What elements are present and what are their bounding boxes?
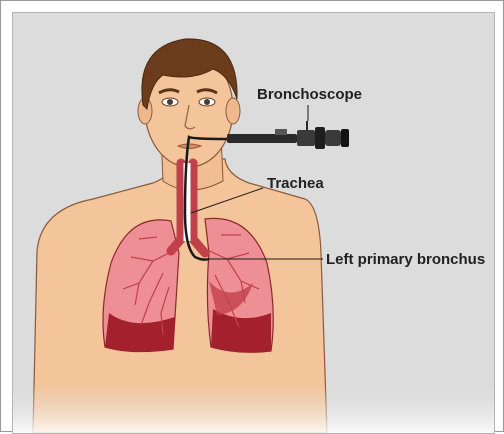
left-pupil (167, 99, 173, 105)
right-ear (226, 98, 240, 124)
bronchoscope-handle (227, 121, 349, 149)
bottom-fade (13, 383, 494, 433)
bronchoscope-label: Bronchoscope (257, 86, 362, 103)
bronchoscopy-illustration: Bronchoscope Trachea Left primary bronch… (13, 13, 494, 433)
left-primary-bronchus-label: Left primary bronchus (326, 251, 485, 268)
trachea-label: Trachea (267, 175, 324, 192)
illustration-panel: Bronchoscope Trachea Left primary bronch… (12, 12, 495, 434)
right-pupil (204, 99, 210, 105)
